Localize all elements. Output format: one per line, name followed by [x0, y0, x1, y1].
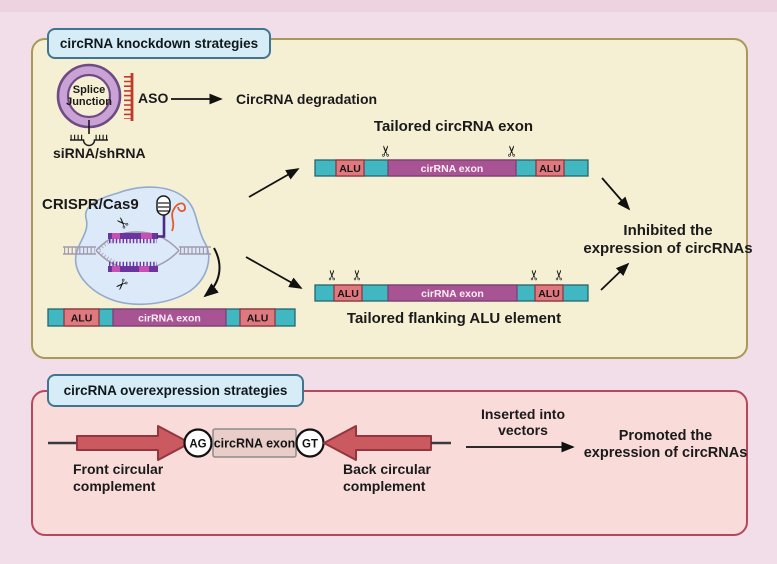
back-label: Back circular complement: [343, 461, 431, 495]
overexpression-panel: [31, 390, 748, 536]
promoted-line2: expression of circRNAs: [583, 445, 748, 461]
cas9-complex-icon: ✂ ✂: [63, 186, 211, 306]
alu-segment: [63, 308, 100, 327]
arrow-inhibited-bottom: [600, 262, 630, 291]
splice-junction-circle-icon: Splice Junction: [56, 63, 122, 134]
inhibited-line2: expression of circRNAs: [583, 240, 753, 257]
arrow-inhibited-top: [601, 177, 631, 211]
inserted-line1: Inserted into: [480, 406, 565, 422]
splice-label-line2: Junction: [66, 96, 112, 108]
ag-circle: [183, 428, 213, 458]
front-line2: complement: [73, 478, 156, 494]
alu-segment: [333, 284, 363, 302]
alu-label: ALU: [71, 313, 93, 325]
promoted-label: Promoted the expression of circRNAs: [578, 428, 753, 462]
splice-label-line1: Splice: [73, 84, 105, 96]
overexpression-construct: AG circRNA exon GT: [48, 425, 451, 461]
alu-label: ALU: [538, 288, 560, 300]
alu-segment: [535, 159, 565, 177]
exon-label: cirRNA exon: [138, 313, 201, 325]
alu-label: ALU: [247, 313, 269, 325]
scissors-icon: ✂: [503, 145, 521, 158]
alu-label: ALU: [539, 163, 561, 175]
exon-box-label: circRNA exon: [214, 437, 296, 451]
overexpression-title-chip: circRNA overexpression strategies: [47, 374, 304, 407]
scissors-icon: ✂: [552, 269, 568, 281]
tailored-alu-title: Tailored flanking ALU element: [346, 310, 562, 327]
tailored-alu-bar: ALU cirRNA exon ALU ✂ ✂ ✂ ✂: [314, 269, 589, 302]
genomic-bar: ALU cirRNA exon ALU: [47, 308, 296, 327]
tailored-exon-title: Tailored circRNA exon: [373, 118, 534, 135]
exon-segment: [387, 159, 517, 177]
sirna-label: siRNA/shRNA: [53, 145, 146, 161]
front-arrow-icon: [76, 425, 191, 461]
arrow-curved-down: [203, 247, 221, 298]
alu-segment: [239, 308, 276, 327]
arrow-to-exon-bar: [248, 168, 300, 198]
alu-label: ALU: [339, 163, 361, 175]
back-line1: Back circular: [343, 461, 431, 477]
inhibited-label: Inhibited the expression of circRNAs: [578, 222, 758, 258]
exon-label: cirRNA exon: [421, 163, 484, 175]
knockdown-title-chip: circRNA knockdown strategies: [47, 28, 271, 59]
exon-label: cirRNA exon: [421, 288, 484, 300]
aso-label: ASO: [138, 90, 169, 106]
front-label: Front circular complement: [73, 461, 163, 495]
alu-segment: [534, 284, 564, 302]
knockdown-title: circRNA knockdown strategies: [59, 36, 259, 51]
overexpression-title: circRNA overexpression strategies: [63, 383, 288, 398]
alu-segment: [335, 159, 365, 177]
ag-label: AG: [189, 439, 206, 451]
tailored-exon-bar: ALU cirRNA exon ALU ✂ ✂: [314, 145, 589, 177]
promoted-line1: Promoted the: [618, 428, 713, 444]
scissors-icon: ✂: [350, 269, 366, 281]
rna-squiggle-icon: [171, 202, 186, 232]
front-line1: Front circular: [73, 461, 164, 477]
gt-label: GT: [302, 439, 318, 451]
inserted-line2: vectors: [498, 422, 548, 438]
degradation-label: CircRNA degradation: [236, 91, 378, 107]
scissors-icon: ✂: [527, 269, 543, 281]
aso-oligo-icon: [124, 73, 134, 121]
back-arrow-icon: [323, 425, 432, 461]
scissors-icon: ✂: [325, 269, 341, 281]
sirna-comb-icon: [70, 134, 108, 147]
alu-label: ALU: [337, 288, 359, 300]
exon-segment: [387, 284, 518, 302]
arrow-to-alu-bar: [245, 256, 303, 289]
inserted-label: Inserted into vectors: [458, 406, 588, 438]
top-strip: [0, 0, 777, 12]
inhibited-line1: Inhibited the: [623, 222, 713, 239]
scissors-icon: ✂: [377, 145, 395, 158]
crispr-label: CRISPR/Cas9: [42, 196, 139, 213]
back-line2: complement: [343, 478, 426, 494]
exon-segment: [112, 308, 227, 327]
